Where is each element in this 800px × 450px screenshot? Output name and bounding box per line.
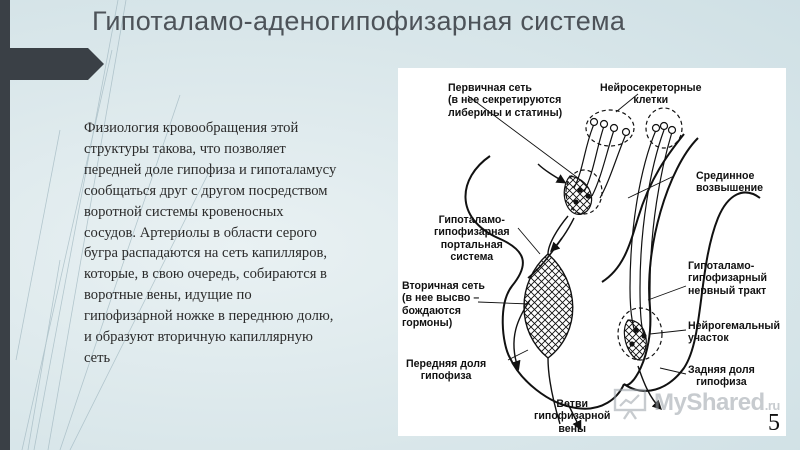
- body-paragraph: Физиология кровообращения этой структуры…: [84, 118, 384, 369]
- label-portal-system: Гипоталамо- гипофизарная портальная сист…: [434, 214, 510, 264]
- watermark-text: MyShared.ru: [654, 389, 780, 416]
- body-line: бугра распадаются на сеть капилляров,: [84, 245, 328, 262]
- body-line: воротные вены, идущие по: [84, 287, 252, 304]
- pituitary-drawing: [464, 93, 761, 431]
- body-line: сеть: [84, 349, 111, 366]
- anatomy-diagram: Первичная сеть (в нее секретируются либе…: [398, 68, 786, 436]
- neurohemal-net: [623, 319, 647, 361]
- vessel-arrows: [511, 163, 662, 431]
- body-line: сообщаться друг с другом посредством: [84, 182, 328, 199]
- body-line: которые, в свою очередь, собираются в: [84, 266, 327, 283]
- label-neurohemal-site: Нейрогемальный участок: [688, 320, 780, 345]
- secondary-capillary-net: [523, 253, 574, 359]
- page-number: 5: [768, 410, 780, 436]
- dashed-cell-groups: [565, 107, 683, 361]
- body-line: Физиология кровообращения этой: [84, 120, 299, 136]
- leader-lines: [467, 93, 687, 375]
- body-line: передней доле гипофиза и гипоталамусу: [84, 161, 337, 178]
- label-secondary-net: Вторичная сеть (в нее высво – бождаются …: [402, 280, 485, 330]
- body-line: и образуют вторичную капиллярную: [84, 329, 313, 346]
- body-line: сосудов. Артериолы в области серого: [84, 224, 317, 241]
- label-nerve-tract: Гипоталамо- гипофизарный нервный тракт: [688, 260, 768, 297]
- body-line: воротной системы кровеносных: [84, 203, 284, 220]
- label-primary-net: Первичная сеть (в нее секретируются либе…: [448, 82, 563, 119]
- slide-title: Гипоталамо-аденогипофизарная система: [92, 6, 626, 36]
- presentation-icon: [613, 388, 647, 420]
- outline-left: [464, 155, 625, 410]
- label-anterior-lobe: Передняя доля гипофиза: [406, 358, 487, 383]
- neuron-cell-bodies: [589, 117, 677, 137]
- neurosecretory-axons: [573, 123, 673, 335]
- title-tab-marker: [0, 48, 104, 80]
- primary-capillary-net: [563, 175, 593, 215]
- body-line: гипофизарной ножке в переднюю долю,: [84, 308, 334, 325]
- label-pituitary-veins: Ветви гипофизарной вены: [534, 398, 611, 435]
- label-neurosecretory-cells: Нейросекреторные клетки: [600, 82, 702, 107]
- outline-right: [601, 133, 685, 283]
- slide-left-accent-bar: [0, 0, 10, 450]
- label-posterior-lobe: Задняя доля гипофиза: [688, 364, 755, 389]
- label-median-eminence: Срединное возвышение: [696, 170, 764, 195]
- body-line: структуры такова, что позволяет: [84, 140, 286, 157]
